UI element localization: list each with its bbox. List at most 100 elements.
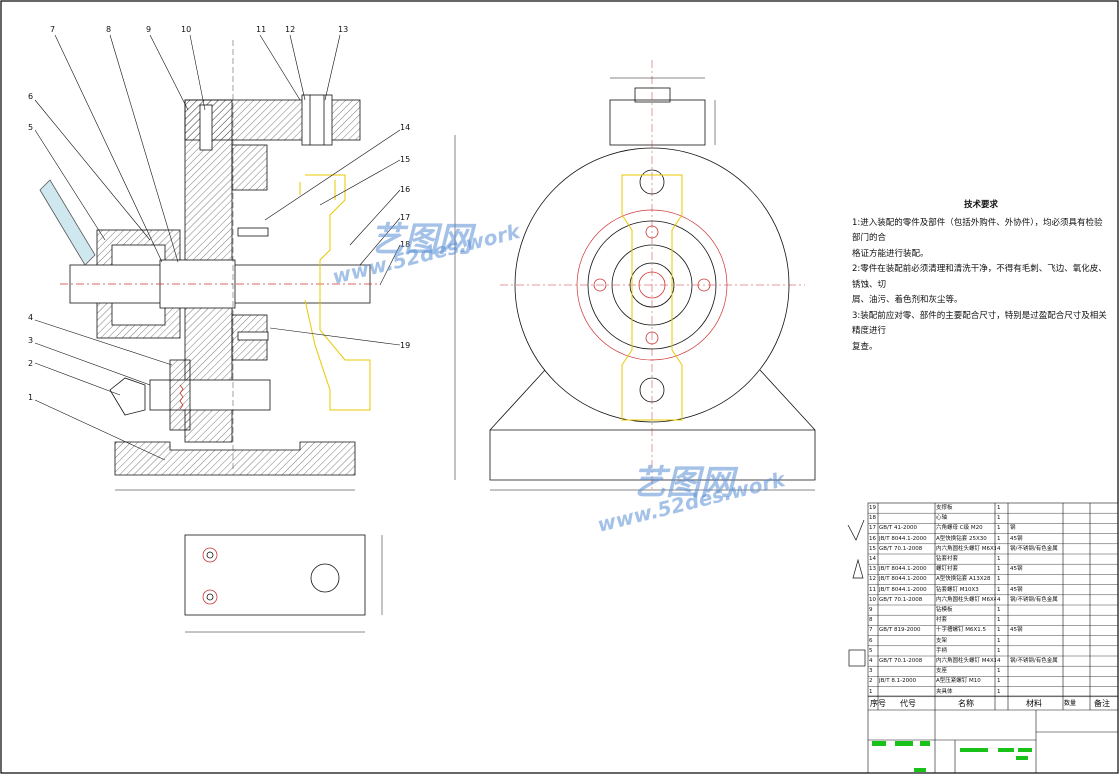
bom-name: 支架	[936, 637, 948, 644]
bom-no: 15	[869, 545, 876, 552]
part-label-12: 12	[285, 25, 295, 34]
bom-name: 衬套	[936, 617, 948, 624]
watermark-brand-1: 艺图网	[370, 220, 472, 260]
bom-name: 支撑板	[936, 505, 953, 511]
bom-code: JB/T 8044.1-2000	[879, 586, 927, 593]
bom-qty: 1	[997, 688, 1001, 695]
bom-qty: 4	[997, 545, 1001, 552]
bom-name: 手柄	[936, 647, 948, 654]
bom-qty: 1	[997, 576, 1001, 583]
part-labels: 7 8 9 10 11 12 13 6 5 4 3 2 1 14 15 16 1…	[28, 25, 410, 402]
tech-req-line-6: 复查。	[852, 341, 878, 352]
bom-row: 14 钻套衬套 1	[868, 554, 1116, 564]
bom-no: 6	[869, 637, 873, 644]
bom-no: 18	[869, 515, 876, 522]
part-label-6: 6	[28, 92, 33, 101]
part-label-5: 5	[28, 123, 33, 132]
bom-code: JB/T 8044.1-2000	[879, 535, 927, 542]
workpiece-phantom-right	[621, 174, 683, 421]
technical-requirements: 技术要求 1:进入装配的零件及部件（包括外购件、外协件），均必须具有检验部门的合…	[852, 198, 1110, 355]
bom-name: 六角螺母 C级 M20	[936, 525, 983, 532]
bom-code: GB/T 819-2000	[879, 627, 921, 634]
bom-name: 内六角圆柱头螺钉 M6X18	[936, 545, 996, 552]
bom-code: JB/T 8044.1-2000	[879, 576, 927, 583]
bom-no: 7	[869, 627, 873, 634]
bom-code: JB/T 8044.1-2000	[879, 566, 927, 573]
bom-qty: 1	[997, 515, 1001, 522]
bom-name: 内六角圆柱头螺钉 M4X12	[936, 658, 996, 664]
bom-qty: 1	[997, 647, 1001, 654]
bom-qty: 1	[997, 637, 1001, 644]
bom-header-name: 名称	[958, 699, 974, 708]
bom-name: 螺钉衬套	[936, 566, 959, 573]
bom-row-lines	[868, 513, 1118, 697]
bom-material: 钢	[1010, 525, 1016, 532]
part-label-13: 13	[338, 25, 348, 34]
bom-header-no: 序号	[870, 699, 886, 708]
bom-name: A型压紧螺钉 M10	[936, 678, 981, 685]
part-label-9: 9	[146, 25, 151, 34]
bom-code: GB/T 70.1-2008	[879, 545, 923, 552]
bom-name: 钻套衬套	[936, 556, 959, 562]
bom-name: 支座	[936, 668, 948, 675]
bom-material: 45钢	[1010, 627, 1023, 634]
bom-code: JB/T 8.1-2000	[879, 678, 917, 685]
title-block-grid	[867, 502, 1119, 774]
bom-qty: 1	[997, 627, 1001, 634]
bom-no: 13	[869, 566, 876, 573]
tech-req-line-1: 1:进入装配的零件及部件（包括外购件、外协件），均必须具有检验部门的合	[852, 217, 1103, 244]
part-leaders	[34, 34, 401, 461]
bom-no: 9	[869, 607, 873, 613]
bom-qty: 4	[997, 658, 1001, 664]
bom-header-material: 材料	[1026, 699, 1042, 708]
bom-no: 3	[869, 668, 873, 675]
bom-name: 夹具体	[936, 688, 953, 695]
bom-code: GB/T 41-2000	[879, 525, 917, 532]
bom-no: 4	[869, 658, 873, 664]
bom-name: 钻模板	[936, 607, 953, 613]
bom-header-qty: 数量	[1064, 700, 1077, 707]
bom-qty: 1	[997, 556, 1001, 562]
bom-name: 内六角圆柱头螺钉 M6X45	[936, 596, 996, 603]
bom-header-code: 代号	[900, 699, 916, 708]
bom-qty: 1	[997, 535, 1001, 542]
bom-material: 钢/不锈钢/有色金属	[1010, 596, 1058, 603]
bom-material: 钢/不锈钢/有色金属	[1010, 545, 1058, 552]
bom-material: 45钢	[1010, 566, 1023, 573]
bom-no: 14	[869, 556, 876, 562]
part-label-7: 7	[50, 25, 55, 34]
bom-header: 序号 代号 名称 材料 数量 备注	[868, 696, 1116, 710]
tech-req-line-5: 3:装配前应对零、部件的主要配合尺寸，特别是过盈配合尺寸及相关精度进行	[852, 310, 1107, 337]
part-label-8: 8	[106, 25, 111, 34]
part-label-3: 3	[28, 336, 33, 345]
part-label-18: 18	[400, 240, 410, 249]
bom-no: 2	[869, 678, 873, 685]
roughness-symbol	[847, 519, 866, 667]
front-section-view	[39, 40, 380, 491]
part-label-17: 17	[400, 213, 410, 222]
part-label-19: 19	[400, 341, 410, 350]
tech-req-line-2: 格证方能进行装配。	[852, 248, 929, 259]
part-label-16: 16	[400, 185, 410, 194]
part-label-4: 4	[28, 313, 33, 322]
watermark-brand-2: 艺图网	[632, 463, 734, 503]
bom-no: 5	[869, 647, 873, 654]
bom-qty: 1	[997, 525, 1001, 532]
part-label-14: 14	[400, 123, 410, 132]
part-label-10: 10	[181, 25, 191, 34]
bom-no: 16	[869, 535, 876, 542]
bom-no: 17	[869, 525, 876, 532]
title-block-marks	[872, 741, 1032, 772]
part-label-1: 1	[28, 393, 33, 402]
part-label-2: 2	[28, 359, 33, 368]
